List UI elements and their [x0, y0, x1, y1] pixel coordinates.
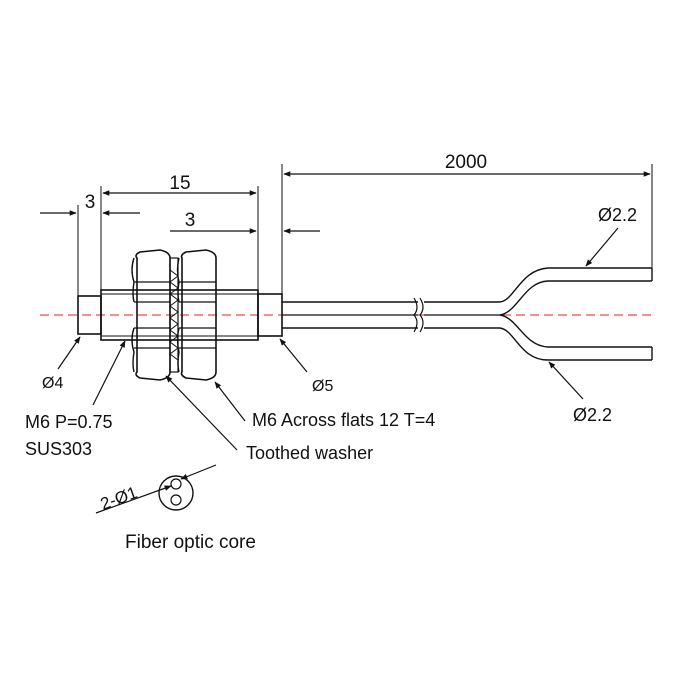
thread-spec-label: M6 P=0.75	[25, 412, 113, 432]
cable-upper-dia-label: Ø2.2	[598, 205, 637, 225]
dim-tip-length: 3	[40, 192, 140, 216]
extension-lines	[77, 164, 653, 296]
core-outer-circle	[158, 475, 194, 511]
core-fiber-2	[170, 494, 182, 506]
callout-thread: M6 P=0.75 SUS303	[25, 340, 126, 459]
washer-label: Toothed washer	[246, 443, 373, 463]
callout-cable-lower-dia: Ø2.2	[548, 361, 612, 425]
toothed-washer	[169, 257, 179, 373]
fiber-core-detail: 2-Ø1 Fiber optic core	[95, 464, 256, 553]
dim-rear-label: 3	[185, 210, 196, 231]
hex-nut-1	[131, 249, 171, 381]
dim-threaded-length: 15	[102, 173, 257, 196]
callout-washer: Toothed washer	[165, 375, 373, 463]
dim-cable-length: 2000	[283, 152, 651, 177]
core-fiber-1	[170, 478, 182, 490]
fiber-cable	[282, 267, 653, 361]
cable-lower-dia-label: Ø2.2	[573, 405, 612, 425]
dim-rear-length: 3	[170, 210, 320, 234]
dim-15-label: 15	[169, 173, 190, 194]
core-caption: Fiber optic core	[125, 532, 256, 553]
callout-cable-upper-dia: Ø2.2	[585, 205, 637, 267]
callout-tip-dia: Ø4	[42, 336, 81, 392]
callout-rear-dia: Ø5	[279, 338, 333, 395]
material-label: SUS303	[25, 439, 92, 459]
nut-spec-label: M6 Across flats 12 T=4	[252, 410, 435, 430]
dim-tip-label: 3	[85, 192, 96, 213]
core-dia-label: 2-Ø1	[98, 483, 140, 514]
rear-dia-label: Ø5	[312, 378, 333, 395]
callout-nut: M6 Across flats 12 T=4	[214, 381, 435, 430]
dim-2000-label: 2000	[445, 152, 487, 173]
tip-dia-label: Ø4	[42, 375, 63, 392]
hex-nut-2	[176, 249, 217, 381]
